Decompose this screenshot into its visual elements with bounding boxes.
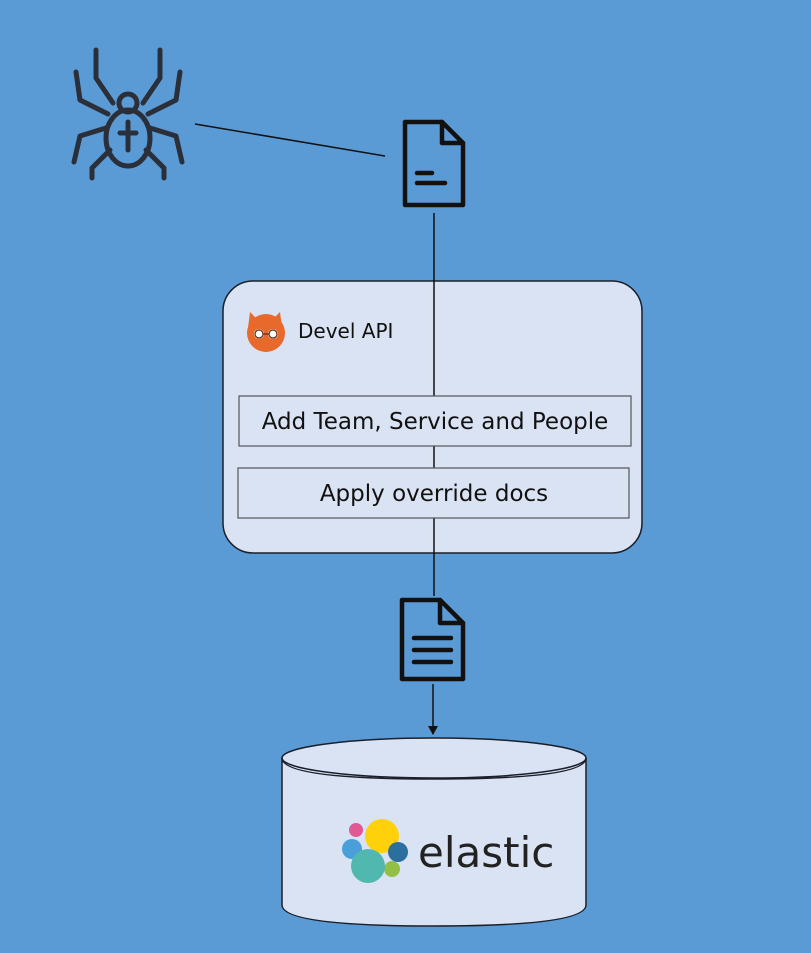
elastic-logo-text: elastic — [418, 828, 554, 877]
elastic-database-cylinder — [281, 737, 587, 927]
step-box-apply-override — [237, 467, 630, 519]
spider-icon — [71, 47, 185, 181]
crawler-to-doc-connector — [194, 123, 386, 157]
document-lines-icon — [399, 597, 466, 682]
step-label-apply-override: Apply override docs — [320, 481, 548, 507]
elastic-logo-icon — [342, 819, 408, 883]
api-title: Devel API — [298, 319, 393, 343]
step-box-add-team — [238, 395, 632, 447]
document-icon — [402, 119, 466, 208]
owl-glasses-icon — [247, 312, 285, 352]
step-label-add-team: Add Team, Service and People — [262, 409, 609, 435]
